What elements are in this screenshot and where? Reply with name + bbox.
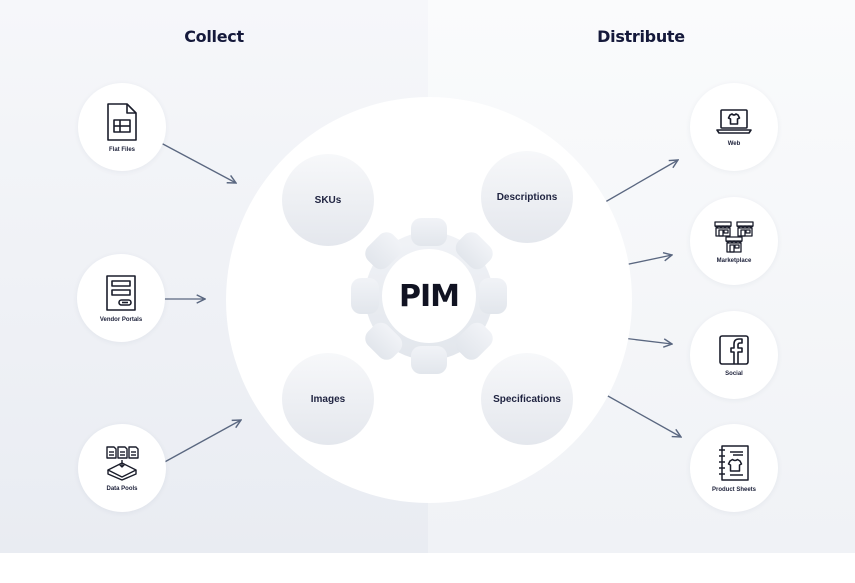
destination-web: Web xyxy=(690,83,778,171)
destination-web-label: Web xyxy=(727,140,741,147)
attribute-specifications-label: Specifications xyxy=(493,393,561,405)
destination-social: Social xyxy=(690,311,778,399)
portal-form-icon xyxy=(106,274,136,311)
pim-core: PIM xyxy=(382,249,476,343)
pim-label: PIM xyxy=(398,278,460,314)
destination-marketplace-label: Marketplace xyxy=(716,257,752,264)
attribute-specifications: Specifications xyxy=(481,353,573,445)
distribute-heading: Distribute xyxy=(597,27,685,46)
source-flat-files: Flat Files xyxy=(78,83,166,171)
attribute-images-label: Images xyxy=(310,393,346,405)
attribute-images: Images xyxy=(282,353,374,445)
destination-product-sheets: Product Sheets xyxy=(690,424,778,512)
laptop-shirt-icon xyxy=(716,108,752,134)
collect-heading: Collect xyxy=(184,27,244,46)
facebook-icon xyxy=(719,334,749,365)
storefronts-icon xyxy=(714,220,754,253)
data-pool-icon xyxy=(106,445,139,481)
attribute-descriptions-label: Descriptions xyxy=(496,191,558,203)
source-flat-files-label: Flat Files xyxy=(108,146,135,153)
destination-product-sheets-label: Product Sheets xyxy=(711,486,756,493)
product-sheet-icon xyxy=(719,444,749,481)
attribute-descriptions: Descriptions xyxy=(481,151,573,243)
destination-marketplace: Marketplace xyxy=(690,197,778,285)
spreadsheet-file-icon xyxy=(107,102,137,141)
connector-data-pools xyxy=(156,420,241,468)
attribute-skus-label: SKUs xyxy=(314,194,342,206)
connector-flat-files xyxy=(156,139,236,183)
source-vendor-portals-label: Vendor Portals xyxy=(99,316,143,323)
source-data-pools: Data Pools xyxy=(78,424,166,512)
destination-social-label: Social xyxy=(725,370,743,377)
connector-web xyxy=(595,160,678,209)
attribute-skus: SKUs xyxy=(282,154,374,246)
source-vendor-portals: Vendor Portals xyxy=(77,254,165,342)
source-data-pools-label: Data Pools xyxy=(106,485,138,492)
